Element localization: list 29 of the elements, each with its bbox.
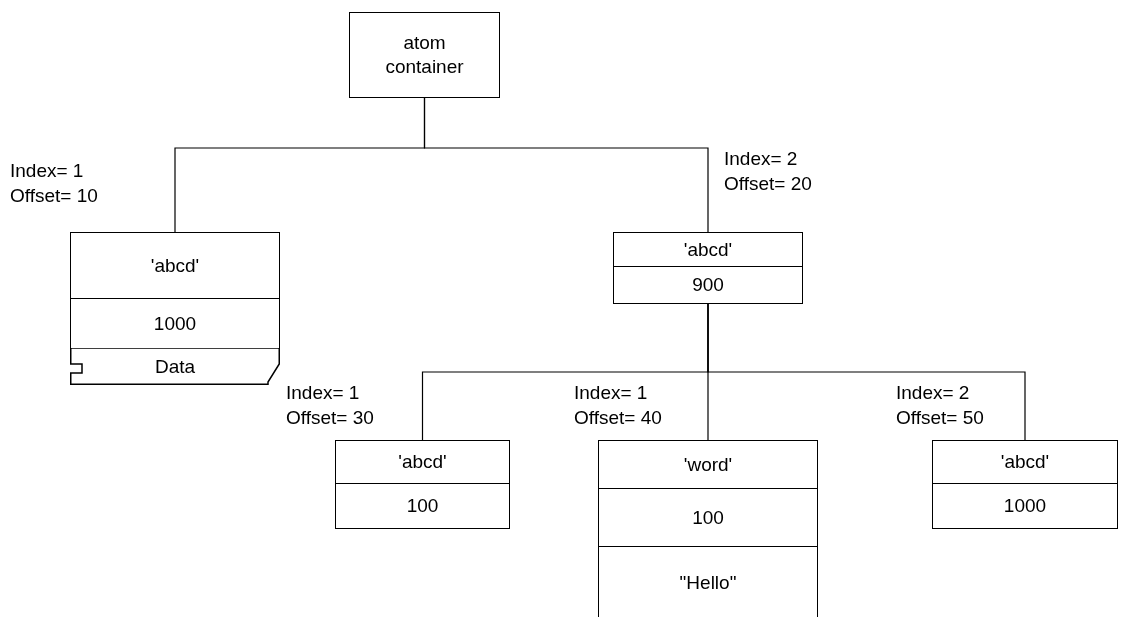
atom-box bbox=[335, 440, 510, 529]
index-offset-label: Index= 1 bbox=[286, 381, 361, 405]
atom-box bbox=[70, 232, 280, 385]
field-value: 100 bbox=[406, 494, 439, 518]
container-label: atom container bbox=[384, 31, 465, 79]
container-box bbox=[349, 12, 500, 98]
field-value: 'abcd' bbox=[150, 253, 200, 278]
field-value: 'abcd' bbox=[1000, 450, 1050, 474]
atom-box bbox=[932, 440, 1118, 529]
index-offset-label: Index= 2 bbox=[896, 381, 971, 405]
field-value: 1000 bbox=[1003, 494, 1047, 518]
index-offset-label: Offset= 20 bbox=[724, 172, 812, 196]
index-offset-label: Offset= 40 bbox=[574, 406, 662, 430]
field-value: 900 bbox=[692, 273, 724, 297]
field-value: "Hello" bbox=[679, 570, 737, 595]
index-offset-label: Offset= 10 bbox=[10, 184, 98, 208]
index-offset-label: Index= 2 bbox=[724, 147, 799, 171]
field-value: Data bbox=[154, 354, 196, 379]
index-offset-label: Index= 1 bbox=[574, 381, 649, 405]
index-offset-label: Index= 1 bbox=[10, 159, 85, 183]
field-value: 100 bbox=[692, 505, 724, 530]
field-value: 'word' bbox=[683, 452, 733, 477]
field-value: 'abcd' bbox=[683, 237, 733, 262]
atom-box bbox=[613, 232, 803, 304]
field-value: 'abcd' bbox=[398, 450, 447, 474]
field-value: 1000 bbox=[153, 311, 197, 336]
index-offset-label: Offset= 50 bbox=[896, 406, 984, 430]
index-offset-label: Offset= 30 bbox=[286, 406, 374, 430]
atom-box bbox=[598, 440, 818, 617]
